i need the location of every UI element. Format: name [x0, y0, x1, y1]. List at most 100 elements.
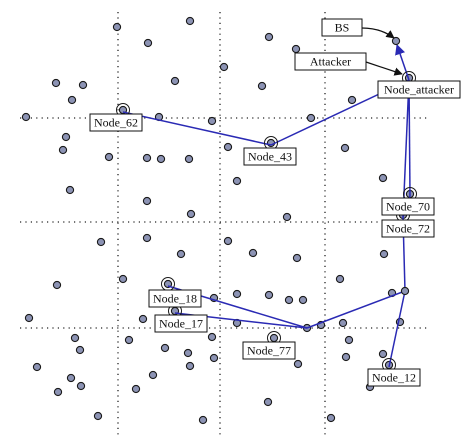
sensor-node-29: [186, 209, 196, 219]
sensor-node-39: [118, 274, 128, 284]
sensor-node-47: [24, 313, 34, 323]
sensor-node-44: [232, 289, 242, 299]
label-node-72: Node_72: [381, 219, 435, 238]
sensor-node-36: [292, 253, 302, 263]
label-node-43-text: Node_43: [248, 150, 292, 164]
sensor-node-37: [379, 249, 389, 259]
sensor-node-20: [156, 154, 166, 164]
sensor-node-2: [185, 16, 195, 26]
label-node-62: Node_62: [89, 113, 143, 132]
sensor-node-75: [326, 413, 336, 423]
sensor-node-60: [341, 352, 351, 362]
sensor-node-12: [21, 112, 31, 122]
label-node-18-text: Node_18: [153, 292, 197, 306]
sensor-node-13: [61, 132, 71, 142]
sensor-node-64: [185, 361, 195, 371]
sensor-node-32: [142, 233, 152, 243]
label-node-62-text: Node_62: [94, 116, 138, 130]
sensor-node-65: [293, 359, 303, 369]
sensor-node-52: [344, 335, 354, 345]
label-node-72-text: Node_72: [386, 222, 430, 236]
sensor-node-59: [209, 353, 219, 363]
sensor-node-23: [104, 152, 114, 162]
sensor-node-26: [232, 176, 242, 186]
sensor-node-66: [378, 349, 388, 359]
sensor-node-68: [53, 387, 63, 397]
label-node-attacker-text: Node_attacker: [384, 83, 454, 97]
label-node-12: Node_12: [367, 368, 421, 387]
callouts: [361, 27, 403, 76]
bs-node: [391, 36, 401, 46]
sensor-node-27: [378, 173, 388, 183]
route-nodeattacker-bs: [395, 44, 410, 81]
label-attacker: Attacker: [294, 52, 367, 71]
label-node-attacker: Node_attacker: [377, 80, 461, 99]
sensor-node-4: [143, 38, 153, 48]
route-node62-node43: [122, 111, 272, 146]
sensor-node-18: [58, 145, 68, 155]
sensor-node-73: [93, 411, 103, 421]
route-node70-nodeattacker: [408, 79, 411, 197]
sensor-node-1: [112, 22, 122, 32]
junction-node: [400, 286, 410, 296]
label-node-77-text: Node_77: [247, 344, 291, 358]
label-node-70: Node_70: [381, 197, 435, 216]
sensor-node-9: [67, 95, 77, 105]
sensor-node-28: [142, 196, 152, 206]
sensor-node-17: [306, 113, 316, 123]
node-labels: BS Attacker Node_attacker Node_62 Node_4…: [89, 18, 461, 387]
sensor-node-41: [264, 290, 274, 300]
label-attacker-text: Attacker: [310, 55, 351, 69]
sensor-node-22: [223, 142, 233, 152]
sensor-node-21: [184, 154, 194, 164]
label-node-17-text: Node_17: [159, 317, 203, 331]
sensor-node-57: [160, 343, 170, 353]
sensor-node-10: [170, 76, 180, 86]
route-node12-junction: [388, 290, 406, 368]
route-node77-junction: [306, 290, 406, 329]
sensor-node-24: [340, 143, 350, 153]
label-node-17: Node_17: [154, 314, 208, 333]
sensor-node-61: [75, 345, 85, 355]
sensor-node-74: [198, 415, 208, 425]
sensor-node-71: [263, 397, 273, 407]
label-node-12-text: Node_12: [372, 371, 416, 385]
labeled-node-77-dot: [269, 333, 279, 343]
sensor-node-51: [338, 318, 348, 328]
sensor-node-5: [219, 62, 229, 72]
sensor-node-30: [282, 212, 292, 222]
sensor-node-50: [207, 332, 217, 342]
sensor-node-45: [335, 274, 345, 284]
label-bs-text: BS: [335, 21, 350, 35]
sensor-node-70: [131, 384, 141, 394]
label-node-77: Node_77: [242, 341, 296, 360]
sensor-node-34: [248, 248, 258, 258]
bs-callout-arrow: [361, 27, 395, 39]
sensor-node-62: [32, 362, 42, 372]
sensor-node-55: [70, 333, 80, 343]
sensor-node-31: [96, 237, 106, 247]
sensor-node-40: [284, 295, 294, 305]
special-nodes: [391, 36, 410, 296]
sensor-node-16: [347, 95, 357, 105]
sensor-node-33: [223, 236, 233, 246]
sensor-node-63: [148, 370, 158, 380]
sensor-node-3: [264, 32, 274, 42]
sensor-node-19: [142, 153, 152, 163]
grid-lines: [20, 12, 430, 438]
sensor-node-25: [65, 185, 75, 195]
sensor-node-69: [76, 381, 86, 391]
sensor-node-35: [176, 249, 186, 259]
sensor-node-38: [52, 280, 62, 290]
label-node-18: Node_18: [148, 289, 202, 308]
sensor-node-8: [78, 80, 88, 90]
sensor-node-56: [124, 335, 134, 345]
label-node-70-text: Node_70: [386, 200, 430, 214]
sensor-node-7: [51, 78, 61, 88]
attacker-callout-arrow: [365, 61, 403, 76]
label-bs: BS: [321, 18, 363, 37]
sensor-node-58: [183, 348, 193, 358]
sensor-node-6: [291, 44, 301, 54]
sensor-node-48: [138, 314, 148, 324]
